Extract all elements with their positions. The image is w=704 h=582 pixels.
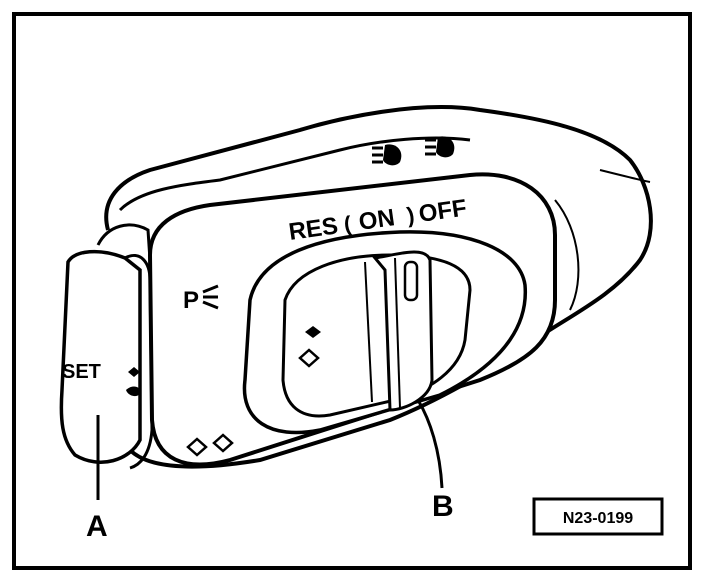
dial-ridge-shading-1 — [364, 261, 373, 403]
outer-frame — [12, 12, 692, 570]
parking-light-icon — [425, 136, 455, 158]
headlight-icon — [372, 144, 402, 166]
callout-a-label: A — [86, 510, 108, 543]
off-label: OFF — [417, 195, 468, 228]
right-arrow-mark: ) — [405, 202, 416, 228]
reference-code: N23-0199 — [563, 510, 633, 527]
callout-b-line — [416, 399, 444, 489]
sidelight-icon — [202, 284, 219, 310]
beam-icon — [126, 367, 141, 397]
set-button-top — [96, 223, 152, 261]
housing-top-ridge — [118, 136, 471, 212]
set-button-side — [124, 254, 154, 470]
reference-code-box — [532, 497, 664, 536]
set-label: SET — [62, 361, 101, 383]
rear-fog-icon — [186, 433, 234, 457]
left-arrow-mark: ( — [342, 211, 353, 237]
dial-indicator-slot — [403, 260, 419, 302]
dial-ridge-shading-2 — [394, 257, 401, 409]
housing-rear-line — [599, 169, 651, 183]
callout-b-label: B — [432, 490, 454, 523]
fog-light-icon — [298, 326, 321, 368]
on-label: ON — [357, 204, 396, 236]
housing-side-ridge — [554, 199, 580, 311]
set-button — [59, 249, 142, 464]
p-symbol-label: P — [183, 287, 199, 314]
